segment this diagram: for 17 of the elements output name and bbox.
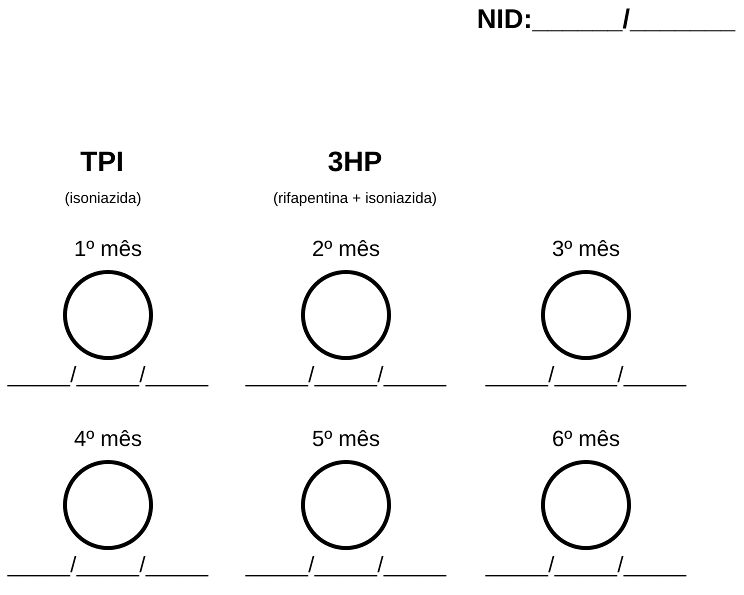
month-label: 6º mês	[552, 426, 620, 452]
month-label: 5º mês	[312, 426, 380, 452]
date-fill-in-line: _____/_____/_____	[246, 552, 446, 578]
regimen-drug-note: (isoniazida)	[64, 190, 142, 207]
month-label: 3º mês	[552, 236, 620, 262]
date-fill-in-line: _____/_____/_____	[8, 362, 208, 388]
regimen-heading: 3HP	[328, 146, 382, 178]
regimen-heading: TPI	[80, 146, 124, 178]
regimen-drug-note: (rifapentina + isoniazida)	[273, 190, 437, 207]
date-fill-in-line: _____/_____/_____	[486, 552, 686, 578]
id-fill-in-line: NID:______/_______	[476, 4, 736, 35]
month-label: 4º mês	[74, 426, 142, 452]
month-label: 2º mês	[312, 236, 380, 262]
month-label: 1º mês	[74, 236, 142, 262]
date-fill-in-line: _____/_____/_____	[246, 362, 446, 388]
date-fill-in-line: _____/_____/_____	[8, 552, 208, 578]
date-fill-in-line: _____/_____/_____	[486, 362, 686, 388]
